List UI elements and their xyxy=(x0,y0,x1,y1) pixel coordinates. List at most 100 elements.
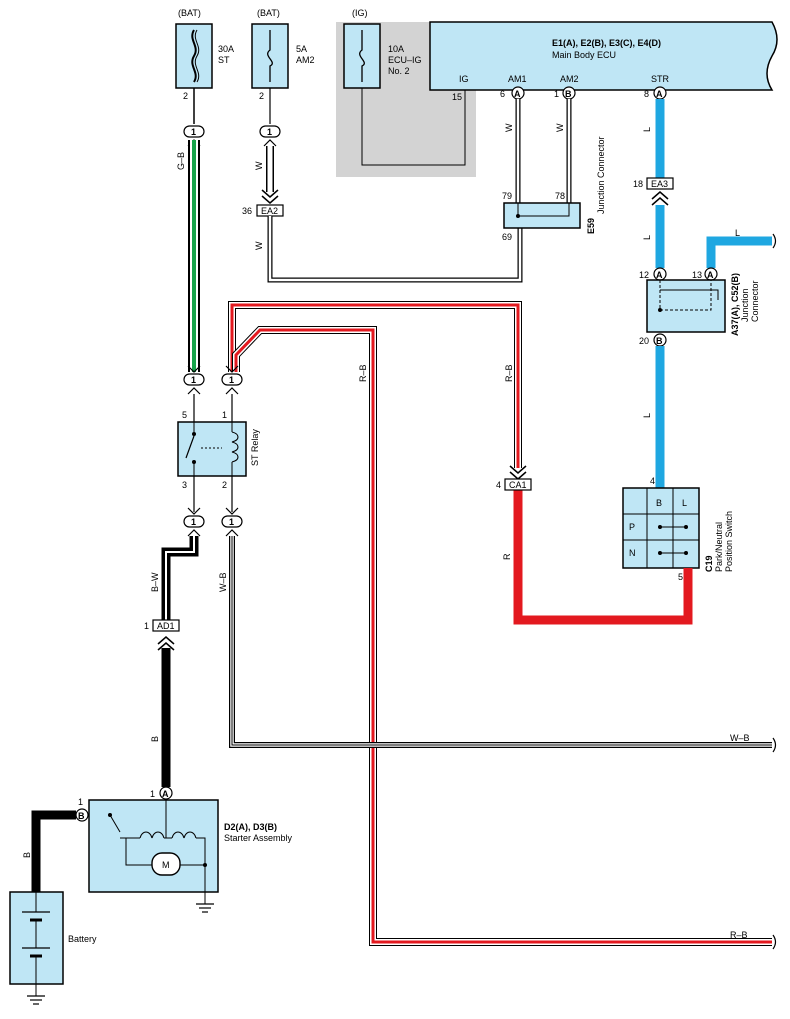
svg-text:2: 2 xyxy=(222,480,227,490)
fuse-st-rating: 30A xyxy=(218,44,234,54)
wire-ea2-e59 xyxy=(267,216,523,283)
fuse-am2-rating: 5A xyxy=(296,44,307,54)
wire-label-b-starter: B xyxy=(150,736,160,742)
fuse-st-pin: 2 xyxy=(183,91,188,101)
svg-text:13: 13 xyxy=(692,270,702,280)
svg-text:Battery: Battery xyxy=(68,934,97,944)
wire-label-wb: W–B xyxy=(218,572,228,592)
svg-text:Junction: Junction xyxy=(740,288,750,322)
wire-rb-ca1 xyxy=(228,301,522,468)
junction-a37-c52: A 12 A 13 B 20 A37(A), C52(B) Junction C… xyxy=(639,267,760,347)
svg-text:8: 8 xyxy=(644,89,649,99)
svg-text:1: 1 xyxy=(222,410,227,420)
svg-text:B: B xyxy=(656,498,662,508)
fuse-ecu-ig-name2: No. 2 xyxy=(388,66,410,76)
svg-text:B: B xyxy=(656,336,663,346)
connector-ca1: CA1 4 xyxy=(496,478,532,491)
joint-am2: 1 xyxy=(259,125,281,147)
svg-text:1: 1 xyxy=(191,517,196,527)
wire-wb xyxy=(229,536,772,748)
svg-text:78: 78 xyxy=(555,191,565,201)
wire-label-b-battery: B xyxy=(22,852,32,858)
svg-text:1: 1 xyxy=(229,375,234,385)
svg-text:79: 79 xyxy=(502,191,512,201)
wire-rb-continue xyxy=(772,934,777,950)
fuse-ecu-ig-name1: ECU–IG xyxy=(388,55,422,65)
ecu-terminal-am1: AM1 xyxy=(508,74,527,84)
ecu-conn-str: A 8 xyxy=(644,86,667,100)
fuse-am2-pin: 2 xyxy=(259,91,264,101)
starter-assembly: A 1 M D2(A), D3(B) Starter Assembly xyxy=(88,786,293,893)
wire-label-w-am1: W xyxy=(504,123,514,132)
wire-r xyxy=(513,490,693,625)
svg-text:ST Relay: ST Relay xyxy=(250,429,260,466)
wire-label-l-mid: L xyxy=(642,235,652,240)
svg-text:A: A xyxy=(656,270,663,280)
wire-am2-w xyxy=(266,146,274,192)
main-body-ecu: E1(A), E2(B), E3(C), E4(D) Main Body ECU… xyxy=(429,21,778,91)
svg-text:EA2: EA2 xyxy=(261,206,278,216)
svg-text:1: 1 xyxy=(144,621,149,631)
fuse-am2: (BAT) 5A AM2 2 xyxy=(251,8,315,101)
connector-ea3: EA3 18 xyxy=(633,177,674,190)
wire-wb-continue xyxy=(772,737,777,753)
junction-e59: 79 78 69 E59 Junction Connector xyxy=(502,136,606,242)
svg-text:4: 4 xyxy=(650,476,655,486)
svg-text:1: 1 xyxy=(191,127,196,137)
svg-text:6: 6 xyxy=(500,89,505,99)
svg-text:5: 5 xyxy=(678,572,683,582)
fuse-st-name: ST xyxy=(218,55,230,65)
svg-text:12: 12 xyxy=(639,270,649,280)
svg-text:AD1: AD1 xyxy=(157,621,175,631)
fuse-ecu-ig: (IG) 10A ECU–IG No. 2 xyxy=(343,8,422,89)
connector-ad1: AD1 1 xyxy=(144,619,180,632)
svg-text:4: 4 xyxy=(496,480,501,490)
wire-bw xyxy=(161,536,199,620)
svg-text:Connector: Connector xyxy=(750,280,760,322)
wire-label-w-am2-ecu: W xyxy=(555,123,565,132)
ea3-arrow xyxy=(651,191,669,206)
fuse-am2-name: AM2 xyxy=(296,55,315,65)
wire-label-rb-right: R–B xyxy=(730,930,748,940)
svg-text:Position Switch: Position Switch xyxy=(724,511,734,572)
ecu-terminal-str: STR xyxy=(651,74,670,84)
wire-label-l-lower: L xyxy=(642,413,652,418)
svg-text:1: 1 xyxy=(554,89,559,99)
svg-text:M: M xyxy=(162,860,170,870)
wire-label-wb-right: W–B xyxy=(730,733,750,743)
svg-text:A37(A), C52(B): A37(A), C52(B) xyxy=(730,273,740,336)
ecu-subtitle: Main Body ECU xyxy=(552,50,616,60)
svg-text:Starter Assembly: Starter Assembly xyxy=(224,833,293,843)
svg-text:3: 3 xyxy=(182,480,187,490)
wire-label-rb-ca1: R–B xyxy=(504,364,514,382)
wire-label-gb: G–B xyxy=(176,152,186,170)
svg-text:5: 5 xyxy=(182,410,187,420)
wire-label-l-str: L xyxy=(642,127,652,132)
svg-text:1: 1 xyxy=(267,127,272,137)
wire-label-w-am2: W xyxy=(254,161,264,170)
svg-text:A: A xyxy=(656,89,663,99)
ecu-terminal-ig: IG xyxy=(459,74,469,84)
wire-label-rb-mid: R–B xyxy=(358,364,368,382)
svg-text:Junction Connector: Junction Connector xyxy=(596,136,606,214)
fuse-am2-supply: (BAT) xyxy=(257,8,280,18)
svg-text:36: 36 xyxy=(242,206,252,216)
svg-text:Park/Neutral: Park/Neutral xyxy=(714,522,724,572)
st-relay: 5 1 ST Relay 3 2 xyxy=(177,410,260,490)
ecu-terminal-am2: AM2 xyxy=(560,74,579,84)
svg-text:P: P xyxy=(629,522,635,532)
connector-ea2: EA2 36 xyxy=(242,204,284,217)
svg-text:N: N xyxy=(629,548,636,558)
svg-text:1: 1 xyxy=(191,375,196,385)
svg-text:A: A xyxy=(707,270,714,280)
svg-text:D2(A), D3(B): D2(A), D3(B) xyxy=(224,822,277,832)
wire-label-l-right: L xyxy=(735,228,740,238)
ea2-arrow xyxy=(261,189,279,204)
wire-gb xyxy=(188,140,200,372)
wire-l-continue xyxy=(772,233,777,249)
wire-label-r: R xyxy=(502,553,512,560)
fuse-ecu-ig-supply: (IG) xyxy=(352,8,368,18)
wire-l-right xyxy=(706,236,772,268)
ad1-arrow xyxy=(157,636,175,651)
